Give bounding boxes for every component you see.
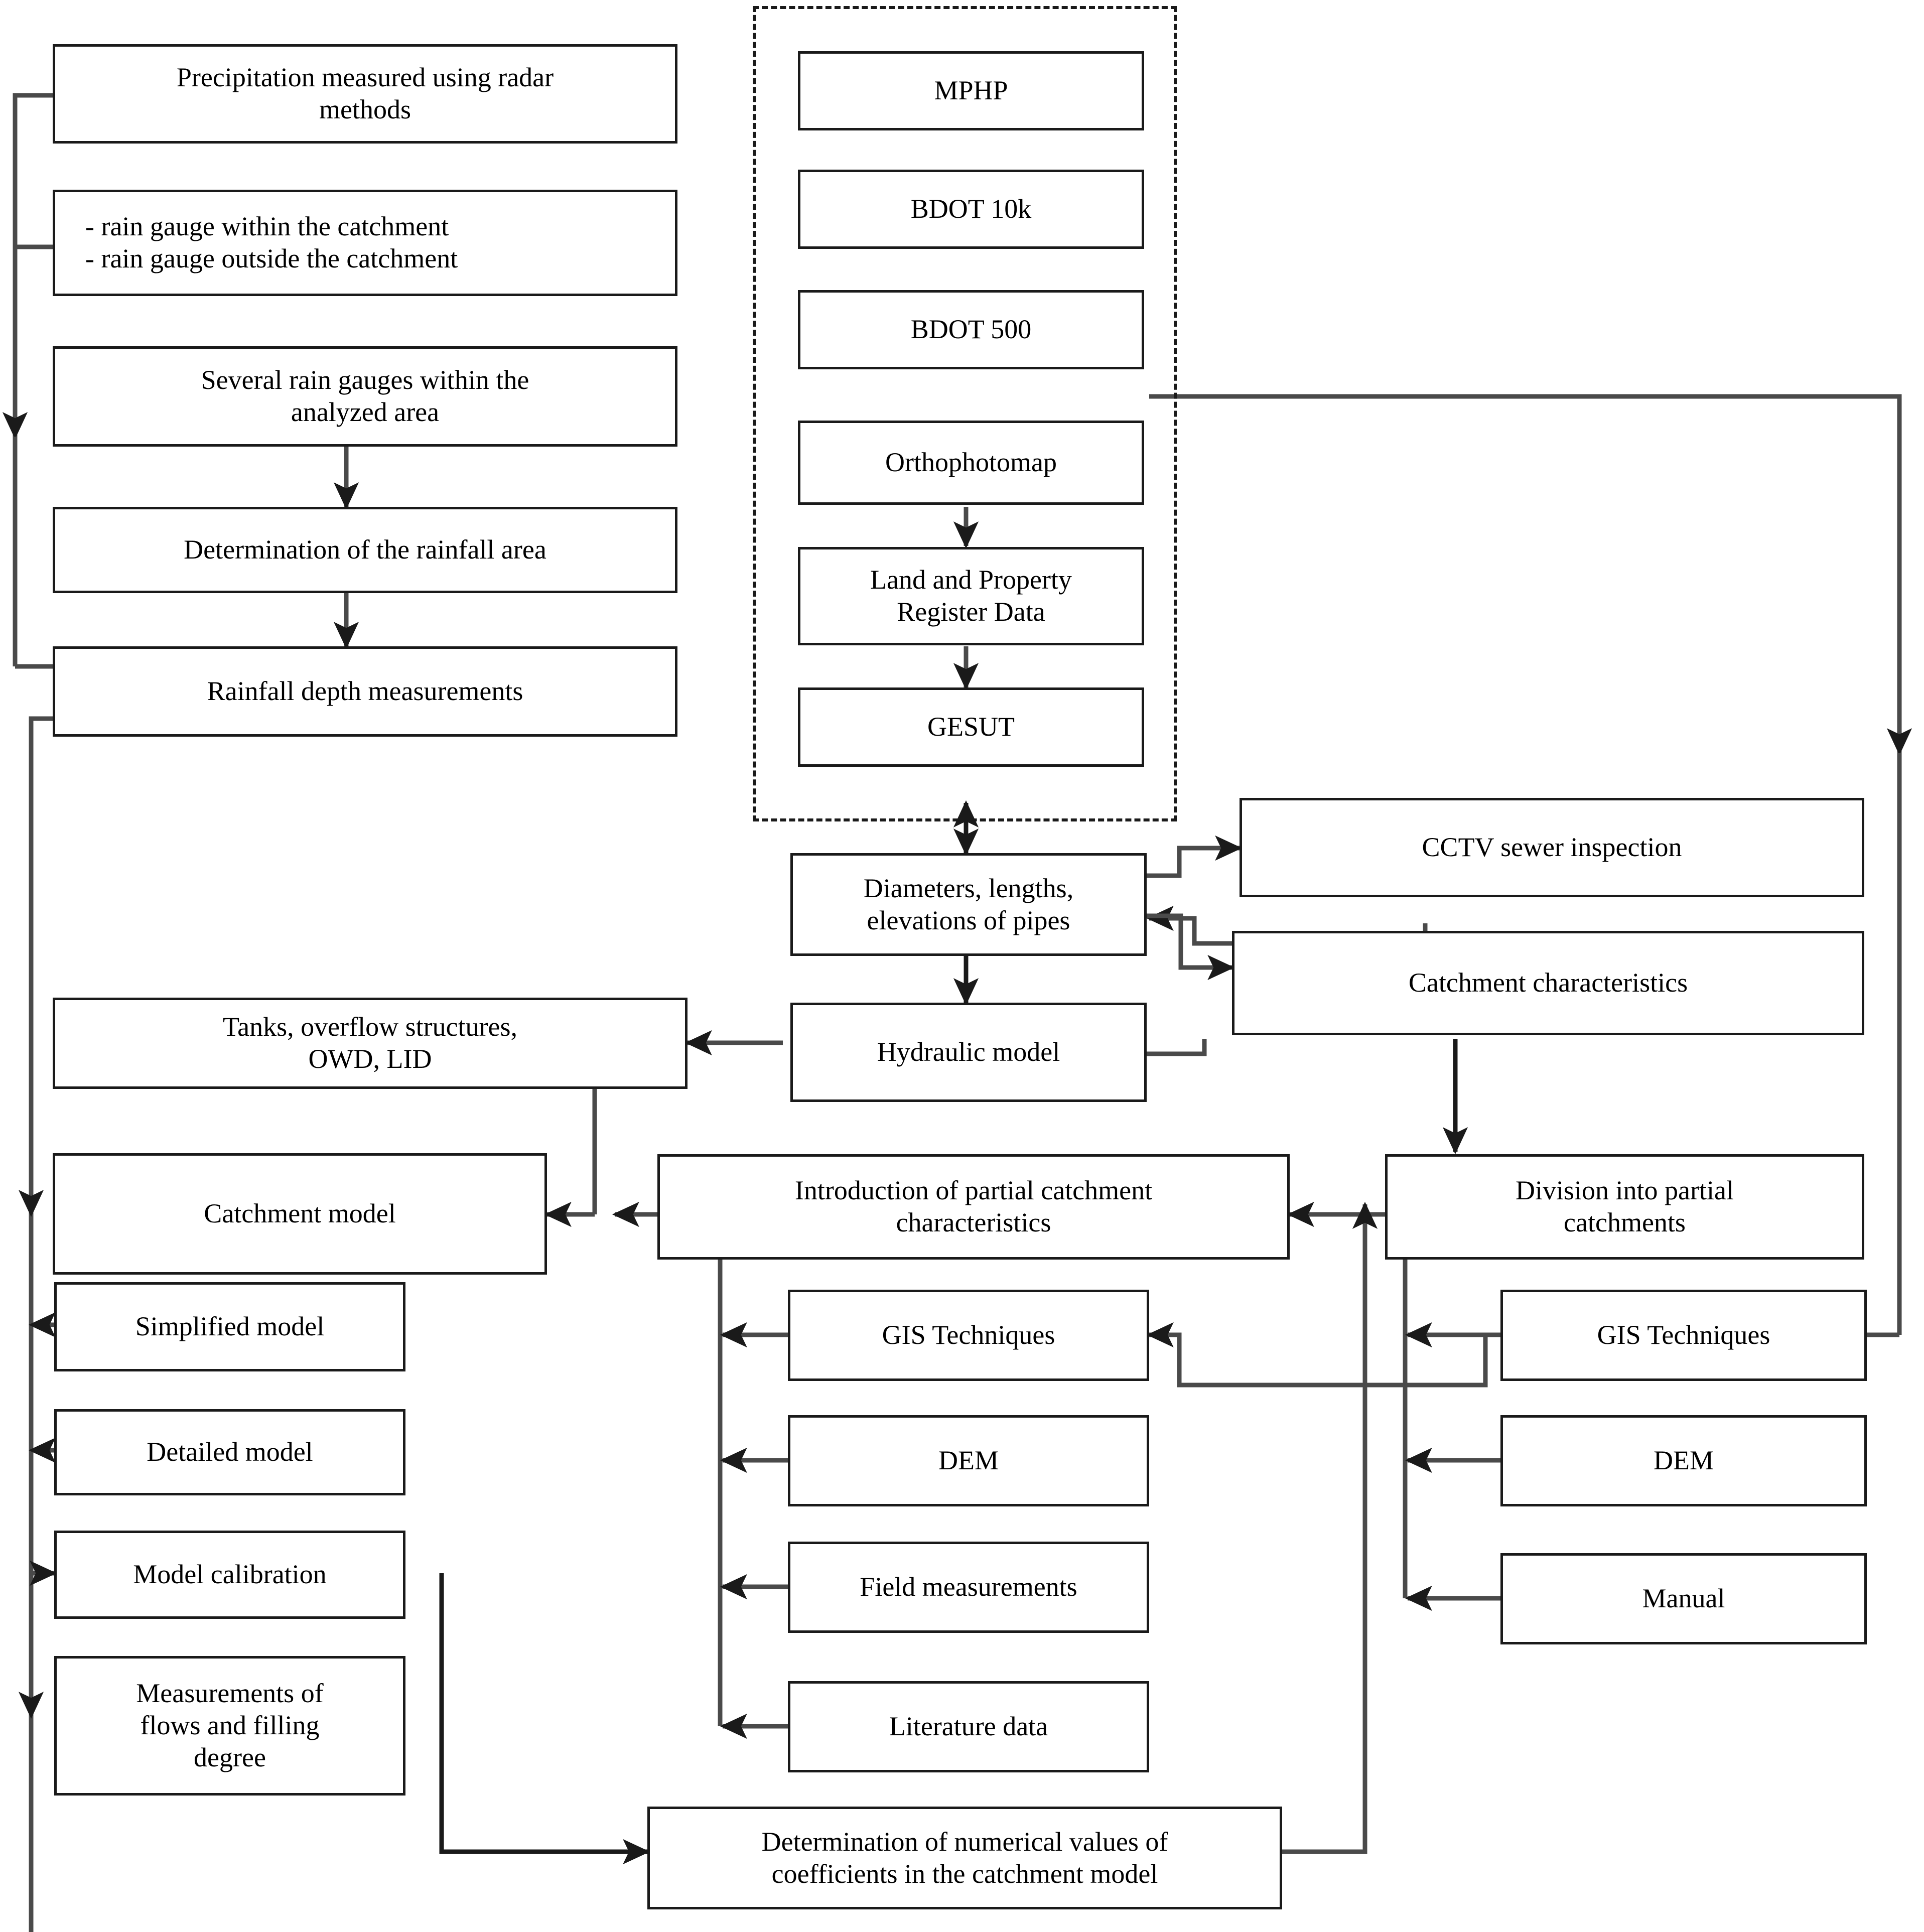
national-spatial-data-group	[753, 6, 1177, 821]
edge-calibration-to-coefficients	[439, 1573, 650, 1865]
edge-right-trunk-top	[1149, 394, 1902, 723]
node-orthophotomap[interactable]: Orthophotomap	[798, 421, 1144, 505]
node-gis-techniques-right[interactable]: GIS Techniques	[1500, 1290, 1867, 1381]
node-dem-right[interactable]: DEM	[1500, 1415, 1867, 1506]
node-catchment-model[interactable]: Catchment model	[53, 1153, 547, 1275]
node-hydraulic-model[interactable]: Hydraulic model	[790, 1003, 1147, 1102]
node-land-property-register[interactable]: Land and Property Register Data	[798, 547, 1144, 645]
node-division-partial-catchments[interactable]: Division into partial catchments	[1385, 1154, 1864, 1260]
node-measurements-flows-filling[interactable]: Measurements of flows and filling degree	[54, 1656, 405, 1796]
node-bdot-10k[interactable]: BDOT 10k	[798, 170, 1144, 249]
node-rain-gauges[interactable]: - rain gauge within the catchment - rain…	[53, 190, 677, 296]
edge-coefficients-to-division	[1282, 1201, 1378, 1854]
node-several-rain-gauges[interactable]: Several rain gauges within the analyzed …	[53, 346, 677, 447]
node-determination-coefficients[interactable]: Determination of numerical values of coe…	[647, 1807, 1282, 1909]
node-simplified-model[interactable]: Simplified model	[54, 1282, 405, 1371]
node-model-calibration[interactable]: Model calibration	[54, 1531, 405, 1619]
node-catchment-characteristics[interactable]: Catchment characteristics	[1232, 931, 1864, 1035]
node-gesut[interactable]: GESUT	[798, 687, 1144, 767]
node-cctv-sewer-inspection[interactable]: CCTV sewer inspection	[1240, 798, 1864, 897]
node-dem-mid[interactable]: DEM	[788, 1415, 1149, 1506]
node-rainfall-depth-measurements[interactable]: Rainfall depth measurements	[53, 646, 677, 737]
edge-precip-to-trunk	[13, 93, 55, 247]
node-pipes-parameters[interactable]: Diameters, lengths, elevations of pipes	[790, 853, 1147, 956]
node-manual[interactable]: Manual	[1500, 1553, 1867, 1644]
edge-gisright-feed-gismid	[1146, 1322, 1500, 1388]
node-field-measurements[interactable]: Field measurements	[788, 1542, 1149, 1633]
node-introduction-partial-catchment[interactable]: Introduction of partial catchment charac…	[657, 1154, 1290, 1260]
node-tanks-overflow-owd-lid[interactable]: Tanks, overflow structures, OWD, LID	[53, 998, 688, 1089]
node-precipitation-radar[interactable]: Precipitation measured using radar metho…	[53, 44, 677, 144]
node-mphp[interactable]: MPHP	[798, 51, 1144, 130]
node-detailed-model[interactable]: Detailed model	[54, 1409, 405, 1495]
node-determination-rainfall-area[interactable]: Determination of the rainfall area	[53, 507, 677, 593]
edge-pipes-to-cctv	[1147, 835, 1243, 878]
node-gis-techniques-mid[interactable]: GIS Techniques	[788, 1290, 1149, 1381]
node-bdot-500[interactable]: BDOT 500	[798, 290, 1144, 369]
edge-depth-to-trunk-b	[29, 716, 55, 1932]
edge-pipes-to-catchchar	[1147, 913, 1235, 981]
node-literature-data[interactable]: Literature data	[788, 1681, 1149, 1772]
